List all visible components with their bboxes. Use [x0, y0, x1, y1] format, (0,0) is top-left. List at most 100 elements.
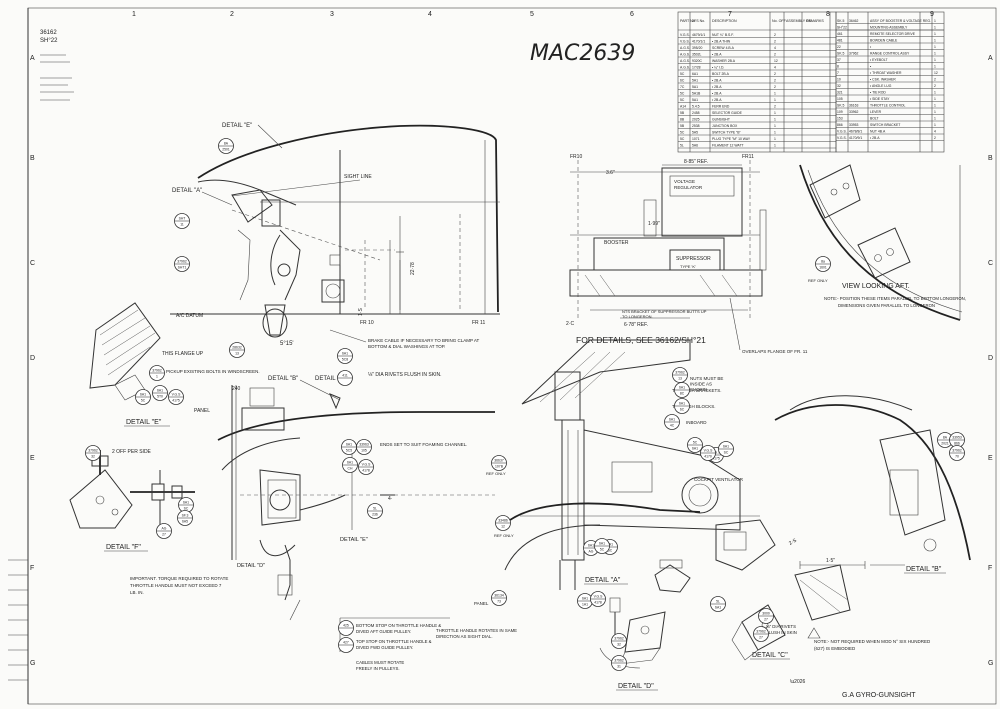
- table-cell: • THROAT WASHER: [870, 71, 902, 75]
- svg-text:TOP STOP ON THROTTLE HANDLE &D: TOP STOP ON THROTTLE HANDLE &DIVED FWD G…: [356, 639, 432, 650]
- table-cell: 105: [837, 97, 843, 101]
- dim-2s: 2·S: [788, 537, 798, 546]
- bubble-bottom: 73: [497, 600, 501, 604]
- table-cell: 1: [934, 110, 936, 114]
- table-cell: A.G.S.: [680, 46, 690, 50]
- ref-only-2: REF ONLY: [486, 471, 506, 476]
- table-cell: 1: [934, 45, 936, 49]
- this-flange-up: THIS FLANGE UP: [162, 351, 204, 357]
- table-cell: 5A1: [692, 85, 698, 89]
- detail-f-view: [69, 450, 195, 530]
- table-cell: SK.5: [837, 19, 844, 23]
- svg-text:IMPORTANT. TORQUE REQUIRED TO: IMPORTANT. TORQUE REQUIRED TO ROTATETHRO…: [130, 576, 228, 595]
- table-cell: 4679/1/1: [692, 33, 705, 37]
- bubble-bottom: 5C8: [342, 358, 348, 362]
- dim-1s: 1·S: [358, 308, 364, 316]
- detail-e-mid-label: DETAIL "E": [340, 537, 368, 543]
- svg-text:BRAKE CABLE IF NECESSARY TO BR: BRAKE CABLE IF NECESSARY TO BRING CLAMP …: [368, 338, 480, 349]
- bubble-top: 37962: [177, 260, 187, 264]
- table-cell: • SIDE STAY: [870, 97, 890, 101]
- bubble-bottom: AG: [589, 550, 594, 554]
- bubble-bottom: 11: [180, 223, 184, 227]
- bubble-bottom: 1601: [819, 266, 827, 270]
- bubble-top: V.G.S: [712, 451, 721, 455]
- table-cell: 395/20: [692, 46, 702, 50]
- table-cell: 1: [934, 32, 936, 36]
- table-cell: 32: [837, 84, 841, 88]
- detail-b-view: [774, 395, 971, 621]
- bubble-top: 33953: [952, 436, 962, 440]
- bubble-bottom: CH: [348, 467, 353, 471]
- stops-notes: BOTTOM STOP ON THROTTLE HANDLE &DIVED AF…: [339, 617, 450, 652]
- inboard-note: INBOARD: [686, 420, 707, 425]
- detail-a-top-label: DETAIL "A": [172, 188, 202, 194]
- mod-note-1: NOTE:- NOT REQUIRED WHEN MOD N° SIX HUND…: [814, 639, 931, 651]
- table-cell: SWITCH TYPE "B": [712, 131, 742, 135]
- table-cell: 4: [774, 66, 776, 70]
- table-cell: 12: [934, 71, 938, 75]
- table-cell: BOLT 2B.A: [712, 72, 730, 76]
- bubble-top: 6A1: [723, 445, 729, 449]
- bubble-top: 36637: [494, 459, 504, 463]
- bubble-top: 411: [342, 374, 348, 378]
- grid-row-right-F: F: [988, 565, 992, 572]
- table-cell: 1: [774, 111, 776, 115]
- table-cell: 2458: [692, 111, 700, 115]
- table-cell: SK.5: [837, 104, 844, 108]
- bubble-bottom: SHT1: [178, 266, 187, 270]
- table-cell: A.G.S.: [680, 53, 690, 57]
- table-cell: 17/28: [692, 66, 701, 70]
- bubble-top: 6A1: [140, 393, 146, 397]
- detail-a-bottom-label: DETAIL "A": [585, 577, 621, 584]
- table-cell: 1: [934, 104, 936, 108]
- bubble-top: 6A1: [679, 402, 685, 406]
- through-brackets-note: THROUGH BRACKETS.: [672, 388, 722, 393]
- table-cell: A.G.S.: [680, 66, 690, 70]
- bubble-top: 6A1: [679, 386, 685, 390]
- off-per-side: 2 OFF PER SIDE: [112, 449, 152, 455]
- detail-d-bottom-label: DETAIL "D": [618, 683, 654, 690]
- table-cell: 4: [774, 46, 776, 50]
- table-cell: 2: [774, 85, 776, 89]
- bubble-top: 37962: [756, 630, 766, 634]
- grid-col-3: 3: [330, 11, 334, 18]
- table-cell: BOWDEN CABLE: [870, 39, 898, 43]
- table-cell: 2: [774, 105, 776, 109]
- bubble-top: 37962: [152, 369, 162, 373]
- bubble-bottom: 1: [156, 375, 158, 379]
- bubble-top: 37962: [952, 449, 962, 453]
- table-cell: REMOTE SELECTOR DRIVE: [870, 32, 916, 36]
- table-cell: PLUG TYPE "M" 10 WAY: [712, 137, 751, 141]
- bubble-bottom: 6A1: [692, 447, 698, 451]
- table-cell: 1: [934, 19, 936, 23]
- grid-col-7: 7: [728, 11, 732, 18]
- table-cell: 5A5: [692, 131, 698, 135]
- booster-view: [569, 160, 767, 319]
- revision-strip: [8, 559, 28, 681]
- ref-only-3: REF ONLY: [494, 533, 514, 538]
- cockpit-ventilator: COCKPIT VENTILATOR: [694, 477, 744, 482]
- view-aft: [799, 164, 963, 321]
- table-cell: 9320C: [692, 59, 703, 63]
- table-cell: 1: [934, 91, 936, 95]
- table-cell: 2: [774, 79, 776, 83]
- table-cell: 1: [934, 52, 936, 56]
- table-cell: 2025: [692, 118, 700, 122]
- bubble-top: 6A1: [582, 597, 588, 601]
- grid-row-A: A: [30, 55, 35, 62]
